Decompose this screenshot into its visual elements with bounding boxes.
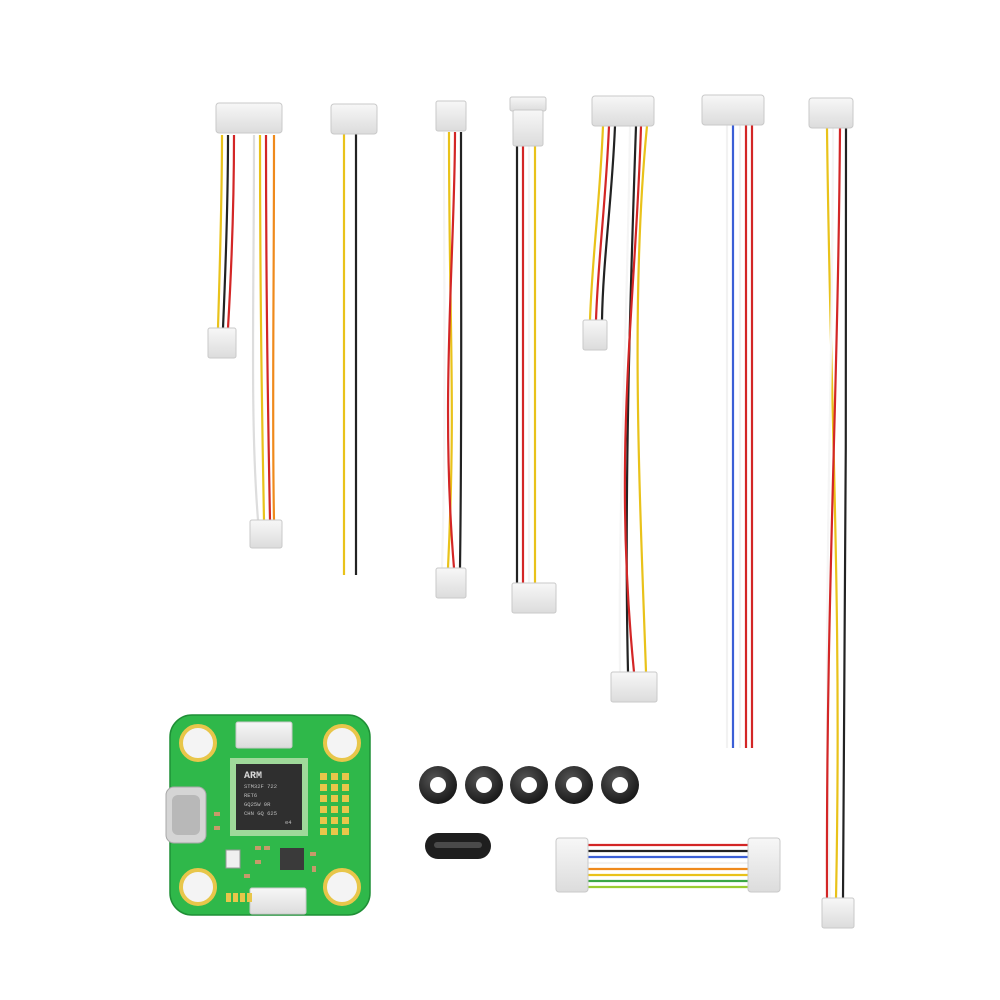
connector-top	[435, 100, 467, 132]
cable-3-wires	[440, 131, 463, 569]
cable-harness-2	[330, 103, 378, 575]
chip-brand: ARM	[244, 771, 262, 782]
cable-harness-6	[701, 94, 765, 748]
grommet	[419, 766, 457, 804]
connector-branch	[207, 327, 237, 359]
cable-5-wires	[588, 125, 649, 673]
cable-harness-7	[808, 97, 855, 929]
connector-top	[591, 95, 655, 127]
connector-top	[808, 97, 854, 129]
cable-harness-5	[582, 95, 658, 703]
cable-harness-1	[207, 102, 283, 549]
motor-pads	[226, 893, 252, 902]
ribbon-wires	[586, 843, 750, 889]
mounting-holes	[179, 724, 361, 906]
chip-mark: e4	[285, 819, 292, 826]
connector-bottom	[249, 519, 283, 549]
rubber-grommets	[419, 766, 639, 804]
ribbon-cable-short	[555, 837, 781, 893]
connector-left	[555, 837, 589, 893]
board-connector-bottom	[249, 887, 307, 915]
connector-top	[512, 109, 544, 147]
connector-bottom	[610, 671, 658, 703]
smd-components	[214, 812, 316, 878]
grommet	[601, 766, 639, 804]
connector-bottom	[511, 582, 557, 614]
cable-1-wires	[216, 134, 276, 521]
connector-top	[330, 103, 378, 135]
connector-top	[215, 102, 283, 134]
connector-branch	[582, 319, 608, 351]
cable-harness-3	[435, 100, 467, 599]
cable-2-wires	[342, 132, 358, 575]
chip-variant: RET6	[244, 792, 257, 799]
mcu-chip: ARM STM32F 722 RET6 GQ25W 9R CHN GQ 625 …	[230, 758, 308, 836]
connector-top-cap	[509, 96, 547, 112]
chip-origin: CHN GQ 625	[244, 810, 277, 817]
grommet	[465, 766, 503, 804]
connector-top	[701, 94, 765, 126]
board-connector-top	[235, 721, 293, 749]
chip-model: STM32F 722	[244, 783, 277, 790]
usb-c-dust-cover	[425, 833, 491, 859]
grommet	[555, 766, 593, 804]
cable-6-wires	[725, 125, 754, 748]
cable-harness-4	[509, 96, 557, 614]
connector-bottom	[821, 897, 855, 929]
connector-bottom	[435, 567, 467, 599]
grommet	[510, 766, 548, 804]
flight-controller-board: ARM STM32F 722 RET6 GQ25W 9R CHN GQ 625 …	[165, 714, 371, 916]
cable-4-wires	[515, 146, 537, 585]
chip-lot: GQ25W 9R	[244, 801, 271, 808]
cable-7-wires	[825, 127, 848, 899]
connector-right	[747, 837, 781, 893]
solder-pads	[320, 773, 349, 835]
